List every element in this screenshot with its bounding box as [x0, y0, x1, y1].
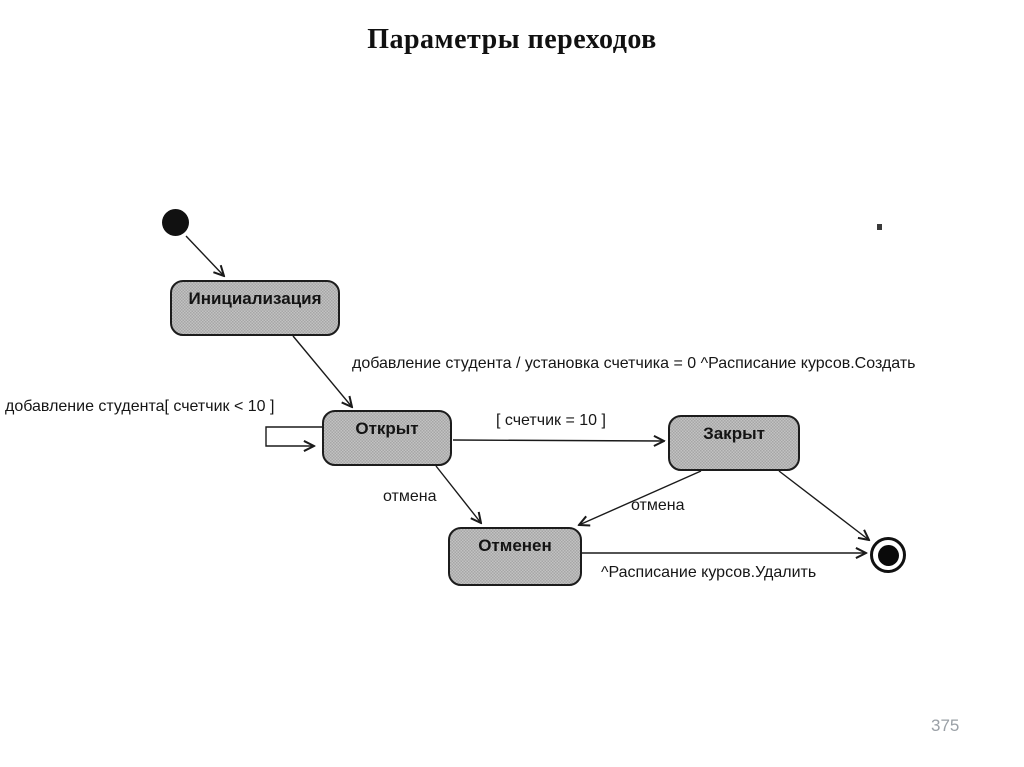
- transition-closed-to-cancelled: [579, 470, 702, 525]
- state-label: Отменен: [478, 536, 552, 555]
- state-open: Открыт: [322, 410, 452, 466]
- initial-state-dot: [162, 209, 189, 236]
- state-label: Инициализация: [188, 289, 322, 308]
- label-cancel-open: отмена: [383, 488, 437, 505]
- state-cancelled: Отменен: [448, 527, 582, 586]
- transition-closed-to-final: [778, 470, 869, 540]
- state-initialization: Инициализация: [170, 280, 340, 336]
- state-closed: Закрыт: [668, 415, 800, 471]
- label-add-student-guard: добавление студента[ счетчик < 10 ]: [5, 398, 275, 415]
- transition-open-to-cancelled: [435, 465, 481, 523]
- page-number: 375: [931, 716, 960, 735]
- label-add-student-set-counter: добавление студента / установка счетчика…: [352, 355, 916, 372]
- transition-initialization-to-open: [292, 335, 352, 407]
- label-counter-equals-10: [ счетчик = 10 ]: [496, 412, 606, 429]
- scan-artifact-dot: [877, 224, 882, 230]
- final-state-inner-dot: [877, 544, 899, 566]
- final-state: [870, 537, 906, 573]
- transition-open-self-loop: [265, 426, 322, 446]
- transition-open-to-closed: [452, 440, 664, 441]
- state-label: Открыт: [355, 419, 419, 438]
- label-schedule-delete: ^Расписание курсов.Удалить: [601, 564, 817, 581]
- label-cancel-closed: отмена: [631, 497, 685, 514]
- transition-initial-to-initialization: [185, 235, 224, 276]
- slide-title: Параметры переходов: [367, 24, 657, 55]
- state-label: Закрыт: [703, 424, 765, 443]
